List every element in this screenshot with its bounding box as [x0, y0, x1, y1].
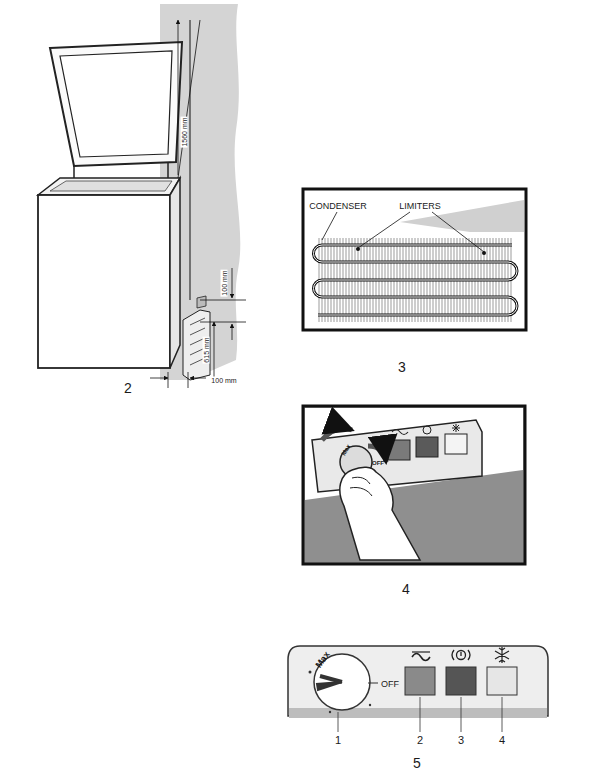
drawing-stroke	[452, 650, 470, 660]
dimension-label: 100 mm	[210, 377, 237, 384]
drawing-stroke	[322, 212, 337, 240]
drawing-stroke	[388, 440, 410, 460]
drawing-stroke	[38, 178, 180, 195]
drawing-stroke	[487, 667, 517, 695]
drawing-stroke	[303, 189, 526, 330]
drawing-stroke	[178, 20, 200, 178]
part-name: LIMITERS	[398, 202, 442, 211]
drawing-stroke	[38, 195, 170, 368]
dimension-label: 100 mm	[221, 269, 228, 296]
drawing-stroke	[190, 20, 191, 300]
figure-number: 5	[412, 756, 422, 770]
drawing-stroke	[368, 446, 386, 462]
drawing-stroke	[190, 378, 206, 379]
drawing-stroke	[232, 324, 233, 340]
drawing-stroke	[329, 711, 331, 713]
knob-mark: OFF	[371, 460, 385, 466]
part-name: CONDENSER	[308, 202, 368, 211]
drawing-stroke	[495, 647, 509, 663]
drawing-stroke	[446, 667, 476, 695]
freezer-figure	[38, 4, 246, 388]
drawing-stroke	[150, 378, 168, 379]
dimension-label: 615 mm	[203, 336, 210, 363]
drawing-stroke	[312, 420, 482, 492]
callout-number: 2	[416, 735, 424, 746]
drawing-stroke	[322, 428, 352, 440]
drawing-stroke	[60, 51, 172, 157]
drawing-stroke	[200, 300, 246, 301]
drawing-stroke	[214, 322, 215, 383]
drawing-stroke	[423, 426, 431, 434]
drawing-stroke	[457, 651, 466, 660]
drawing-stroke	[350, 477, 372, 496]
drawing-stroke	[183, 310, 210, 380]
condenser-figure	[303, 189, 526, 330]
drawing-stroke	[460, 652, 461, 656]
drawing-stroke	[320, 676, 342, 682]
drawing-stroke	[314, 245, 518, 315]
figure-number: 4	[401, 582, 411, 596]
drawing-stroke	[167, 162, 169, 178]
drawing-stroke	[461, 697, 462, 732]
drawing-stroke	[178, 20, 179, 175]
callout-number: 4	[498, 735, 506, 746]
callout-number: 1	[334, 735, 342, 746]
drawing-stroke	[168, 372, 169, 388]
drawing-stroke	[197, 296, 206, 308]
figure-number: 2	[123, 381, 133, 395]
drawing-stroke	[482, 251, 486, 255]
figure-number: 3	[397, 360, 407, 374]
drawing-stroke	[432, 212, 484, 252]
drawing-stroke	[368, 683, 378, 684]
drawing-stroke	[416, 437, 438, 457]
knob-mark: OFF	[380, 680, 400, 689]
drawing-stroke	[405, 667, 435, 695]
drawing-stroke	[340, 467, 420, 560]
drawing-stroke	[303, 406, 525, 564]
drawing-stroke	[288, 646, 548, 716]
drawing-stroke	[412, 654, 430, 661]
drawing-stroke	[200, 322, 246, 323]
drawing-stroke	[358, 212, 410, 248]
control-panel-figure	[288, 646, 548, 732]
drawing-stroke	[309, 671, 312, 674]
knob-turn-figure	[303, 406, 525, 564]
drawing-stroke	[305, 408, 523, 500]
drawing-stroke	[50, 181, 172, 191]
drawing-stroke	[412, 651, 430, 652]
callout-number: 3	[457, 735, 465, 746]
drawing-stroke	[50, 42, 182, 166]
drawing-stroke	[502, 697, 503, 732]
drawing-stroke	[289, 708, 547, 718]
drawing-stroke	[170, 178, 180, 368]
dimension-label: 1560 mm	[181, 116, 188, 147]
drawing-stroke	[317, 682, 342, 690]
drawing-stroke	[392, 430, 408, 435]
drawing-stroke	[369, 704, 371, 706]
drawing-stroke	[356, 247, 360, 251]
drawing-stroke	[232, 268, 233, 298]
drawing-stroke	[452, 424, 460, 432]
drawing-stroke	[338, 712, 339, 732]
drawing-stroke	[188, 372, 189, 388]
drawing-stroke	[445, 434, 467, 454]
drawing-stroke	[314, 245, 518, 315]
drawing-stroke	[420, 697, 421, 732]
